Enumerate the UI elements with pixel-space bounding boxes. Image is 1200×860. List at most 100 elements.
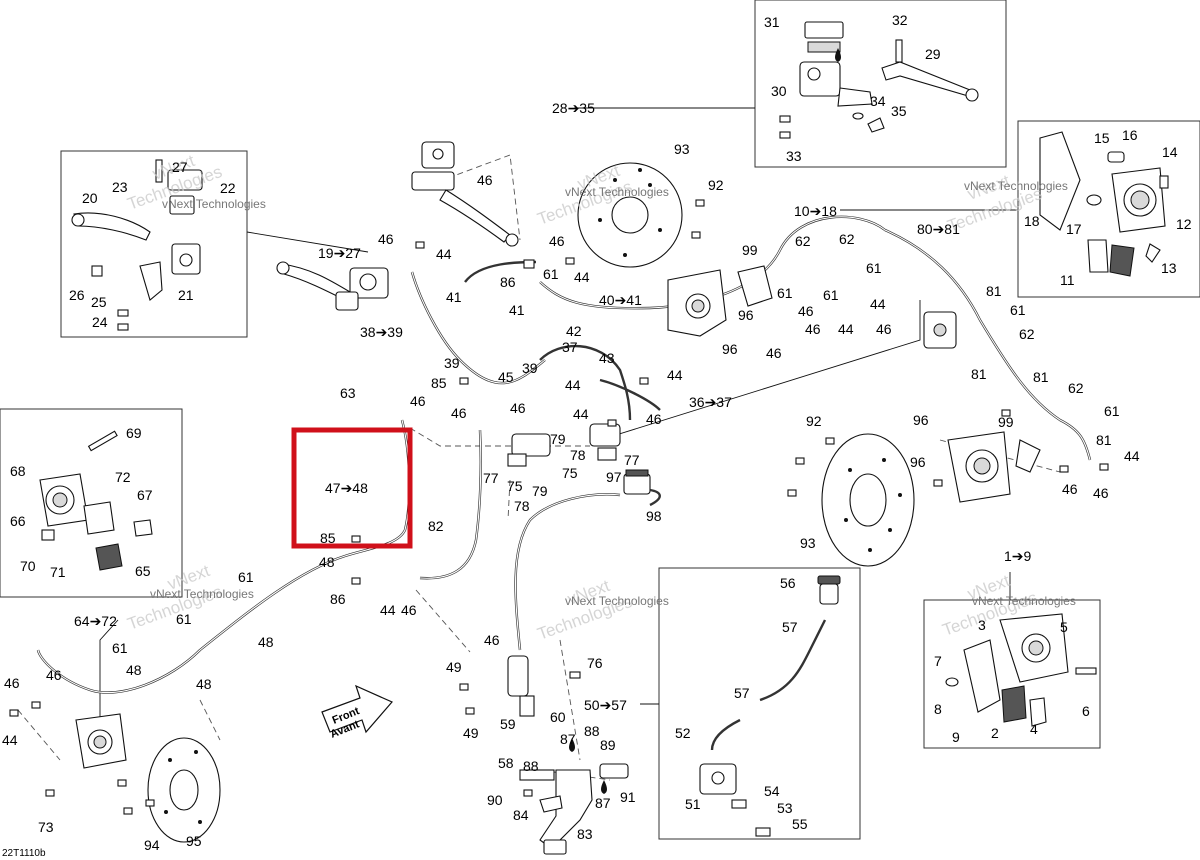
callout-17[interactable]: 17 [1066, 221, 1082, 237]
callout-85-a[interactable]: 85 [431, 375, 447, 391]
callout-3[interactable]: 3 [978, 617, 986, 633]
callout-93-b[interactable]: 93 [800, 535, 816, 551]
callout-55[interactable]: 55 [792, 816, 808, 832]
callout-29[interactable]: 29 [925, 46, 941, 62]
callout-83[interactable]: 83 [577, 826, 593, 842]
callout-46-j[interactable]: 46 [876, 321, 892, 337]
callout-57-a[interactable]: 57 [782, 619, 798, 635]
callout-1-9[interactable]: 1➔9 [1004, 548, 1032, 564]
callout-65[interactable]: 65 [135, 563, 151, 579]
callout-88-b[interactable]: 88 [523, 758, 539, 774]
callout-58[interactable]: 58 [498, 755, 514, 771]
callout-61-e[interactable]: 61 [1010, 302, 1026, 318]
callout-66[interactable]: 66 [10, 513, 26, 529]
callout-96-a[interactable]: 96 [738, 307, 754, 323]
callout-10-18[interactable]: 10➔18 [794, 203, 837, 219]
callout-46-o[interactable]: 46 [46, 667, 62, 683]
callout-27[interactable]: 27 [172, 159, 188, 175]
callout-61-h[interactable]: 61 [176, 611, 192, 627]
callout-45[interactable]: 45 [498, 369, 514, 385]
callout-61-i[interactable]: 61 [112, 640, 128, 656]
callout-62-a[interactable]: 62 [795, 233, 811, 249]
callout-46-a[interactable]: 46 [378, 231, 394, 247]
callout-42[interactable]: 42 [566, 323, 582, 339]
callout-48-c[interactable]: 48 [126, 662, 142, 678]
callout-79-b[interactable]: 79 [532, 483, 548, 499]
callout-46-m[interactable]: 46 [1093, 485, 1109, 501]
callout-89[interactable]: 89 [600, 737, 616, 753]
callout-61-c[interactable]: 61 [777, 285, 793, 301]
callout-6[interactable]: 6 [1082, 703, 1090, 719]
callout-16[interactable]: 16 [1122, 127, 1138, 143]
callout-7[interactable]: 7 [934, 653, 942, 669]
callout-28-35[interactable]: 28➔35 [552, 100, 595, 116]
callout-75-b[interactable]: 75 [507, 478, 523, 494]
callout-61-b[interactable]: 61 [866, 260, 882, 276]
callout-80-81[interactable]: 80➔81 [917, 221, 960, 237]
callout-48-b[interactable]: 48 [258, 634, 274, 650]
callout-95[interactable]: 95 [186, 833, 202, 849]
callout-22[interactable]: 22 [220, 180, 236, 196]
callout-8[interactable]: 8 [934, 701, 942, 717]
callout-47-48-highlighted[interactable]: 47➔48 [325, 480, 368, 496]
callout-62-d[interactable]: 62 [1068, 380, 1084, 396]
callout-97[interactable]: 97 [606, 469, 622, 485]
callout-25[interactable]: 25 [91, 294, 107, 310]
callout-78-a[interactable]: 78 [570, 447, 586, 463]
callout-75-a[interactable]: 75 [562, 465, 578, 481]
callout-46-l[interactable]: 46 [1062, 481, 1078, 497]
callout-62-b[interactable]: 62 [839, 231, 855, 247]
callout-92-b[interactable]: 92 [806, 413, 822, 429]
callout-98[interactable]: 98 [646, 508, 662, 524]
callout-2[interactable]: 2 [991, 725, 999, 741]
callout-39-a[interactable]: 39 [444, 355, 460, 371]
callout-61-g[interactable]: 61 [238, 569, 254, 585]
callout-18[interactable]: 18 [1024, 213, 1040, 229]
callout-37-a[interactable]: 37 [562, 339, 578, 355]
callout-44-c[interactable]: 44 [565, 377, 581, 393]
callout-78-b[interactable]: 78 [514, 498, 530, 514]
callout-73[interactable]: 73 [38, 819, 54, 835]
callout-46-p[interactable]: 46 [4, 675, 20, 691]
callout-23[interactable]: 23 [112, 179, 128, 195]
callout-52[interactable]: 52 [675, 725, 691, 741]
callout-5[interactable]: 5 [1060, 619, 1068, 635]
callout-67[interactable]: 67 [137, 487, 153, 503]
callout-57-b[interactable]: 57 [734, 685, 750, 701]
callout-49-a[interactable]: 49 [446, 659, 462, 675]
callout-77-b[interactable]: 77 [483, 470, 499, 486]
callout-44-b[interactable]: 44 [574, 269, 590, 285]
callout-43[interactable]: 43 [599, 350, 615, 366]
callout-96-c[interactable]: 96 [913, 412, 929, 428]
callout-24[interactable]: 24 [92, 314, 108, 330]
callout-14[interactable]: 14 [1162, 144, 1178, 160]
callout-61-f[interactable]: 61 [1104, 403, 1120, 419]
callout-53[interactable]: 53 [777, 800, 793, 816]
callout-79-a[interactable]: 79 [550, 431, 566, 447]
callout-86-a[interactable]: 86 [500, 274, 516, 290]
callout-61-a[interactable]: 61 [543, 266, 559, 282]
callout-44-d[interactable]: 44 [667, 367, 683, 383]
callout-92-top[interactable]: 92 [708, 177, 724, 193]
callout-81-c[interactable]: 81 [1033, 369, 1049, 385]
callout-61-d[interactable]: 61 [823, 287, 839, 303]
callout-46-k[interactable]: 46 [766, 345, 782, 361]
callout-44-j[interactable]: 44 [2, 732, 18, 748]
callout-40-41[interactable]: 40➔41 [599, 292, 642, 308]
callout-4[interactable]: 4 [1030, 721, 1038, 737]
callout-9[interactable]: 9 [952, 729, 960, 745]
callout-94[interactable]: 94 [144, 837, 160, 853]
callout-86-b[interactable]: 86 [330, 591, 346, 607]
callout-32[interactable]: 32 [892, 12, 908, 28]
callout-76[interactable]: 76 [587, 655, 603, 671]
callout-46-d[interactable]: 46 [451, 405, 467, 421]
callout-39-b[interactable]: 39 [522, 360, 538, 376]
callout-46-i[interactable]: 46 [805, 321, 821, 337]
callout-31[interactable]: 31 [764, 14, 780, 30]
callout-85-b[interactable]: 85 [320, 530, 336, 546]
callout-15[interactable]: 15 [1094, 130, 1110, 146]
callout-51[interactable]: 51 [685, 796, 701, 812]
callout-68[interactable]: 68 [10, 463, 26, 479]
callout-44-h[interactable]: 44 [870, 296, 886, 312]
callout-41-b[interactable]: 41 [509, 302, 525, 318]
